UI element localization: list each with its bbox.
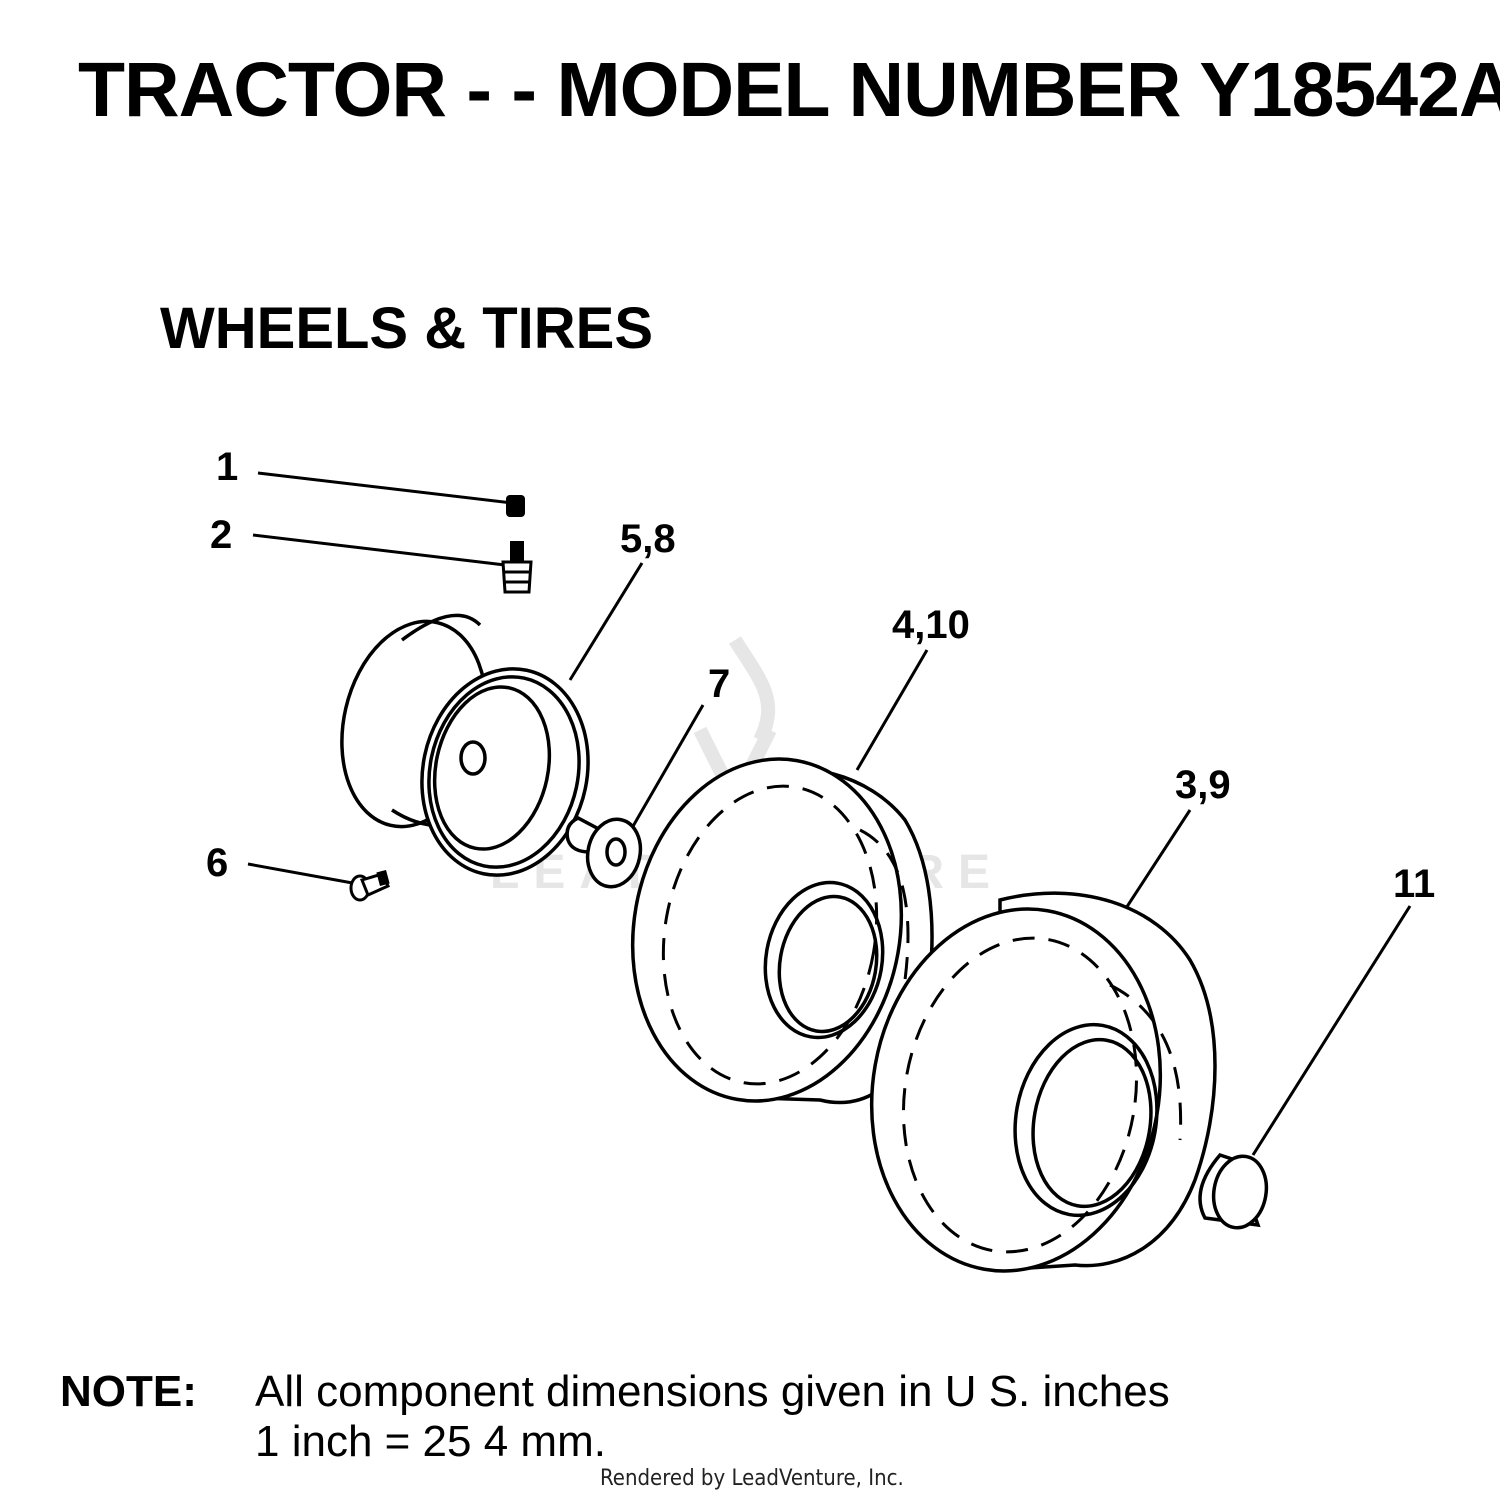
callout-2: 2: [210, 513, 232, 557]
note-line-1: All component dimensions given in U S. i…: [255, 1367, 1170, 1416]
callout-3-9: 3,9: [1175, 763, 1231, 807]
grease-fitting-part: [349, 869, 391, 902]
page-title: TRACTOR - - MODEL NUMBER Y18542A: [78, 47, 1500, 133]
leader-line-2: [252, 533, 506, 567]
leader-line-3-9: [1115, 809, 1192, 923]
callout-7: 7: [708, 662, 730, 706]
leader-line-1: [257, 471, 513, 505]
callout-6: 6: [206, 841, 228, 885]
bushing-part: [565, 816, 643, 889]
hub-cap-part: [1198, 1152, 1269, 1230]
callout-4-10: 4,10: [892, 603, 970, 647]
valve-cap-part: [506, 495, 525, 517]
tire-part-3-9: [869, 891, 1217, 1273]
callout-11: 11: [1393, 862, 1435, 906]
wheel-rim-part: [340, 613, 590, 877]
note-label: NOTE:: [60, 1367, 197, 1416]
leader-line-7: [630, 704, 705, 829]
tire-part-4-10: [630, 757, 934, 1105]
valve-stem-part: [501, 541, 533, 594]
callout-1: 1: [216, 445, 238, 489]
callout-5-8: 5,8: [620, 517, 676, 561]
footer-credit: Rendered by LeadVenture, Inc.: [600, 1466, 904, 1491]
section-title: WHEELS & TIRES: [160, 296, 654, 361]
note-line-2: 1 inch = 25 4 mm.: [255, 1417, 606, 1466]
leader-line-5-8: [568, 562, 644, 681]
leader-line-11: [1251, 905, 1412, 1156]
callouts: 1 2 5,8 4,10 7 3,9 6 11: [206, 445, 1435, 906]
leader-line-4-10: [855, 649, 929, 771]
leader-lines: [247, 471, 1412, 1156]
leader-line-6: [247, 862, 359, 886]
